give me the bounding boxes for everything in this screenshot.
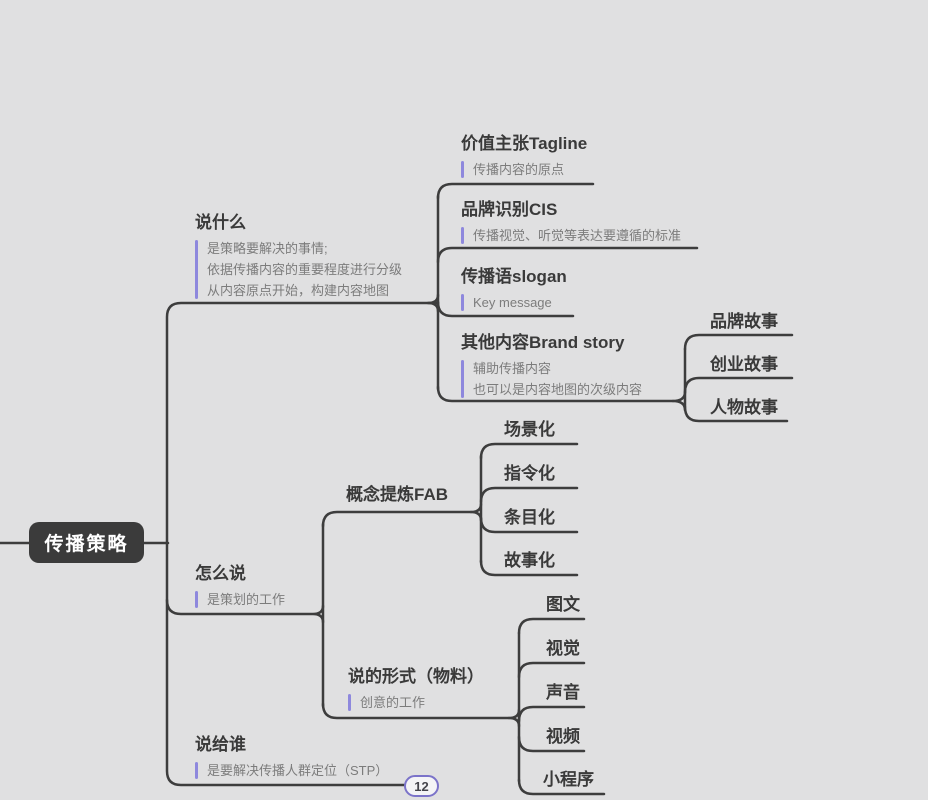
connector-brandstory	[436, 385, 675, 403]
root-node[interactable]: 传播策略	[29, 522, 144, 563]
node-title: 场景化	[504, 420, 555, 439]
node-title: 概念提炼FAB	[346, 485, 448, 504]
node-note: 辅助传播内容 也可以是内容地图的次级内容	[461, 358, 642, 400]
note-bar-icon	[195, 591, 198, 608]
node-title: 指令化	[504, 464, 555, 483]
root-label: 传播策略	[44, 534, 129, 555]
note-text: 传播视觉、听觉等表达要遵循的标准	[473, 228, 682, 243]
node-people-story[interactable]: 人物故事	[710, 397, 778, 419]
note-bar-icon	[461, 227, 464, 244]
connector-story-people	[683, 405, 789, 423]
connector-cis	[436, 246, 699, 264]
connector-fab-fork	[469, 502, 483, 522]
node-storytelling[interactable]: 故事化	[504, 550, 555, 572]
node-brand-identity-cis[interactable]: 品牌识别CIS 传播视觉、听觉等表达要遵循的标准	[461, 199, 681, 246]
note-text: 传播内容的原点	[473, 162, 565, 177]
connector-brandstory-fork	[671, 390, 687, 412]
node-title: 品牌识别CIS	[461, 200, 558, 219]
note-text: 是策划的工作	[207, 592, 286, 607]
node-title: 图文	[546, 595, 580, 614]
collapse-count-badge[interactable]: 12	[404, 775, 439, 797]
note-text: 从内容原点开始，构建内容地图	[207, 283, 390, 298]
note-bar-icon	[348, 694, 351, 711]
node-brand-story[interactable]: 品牌故事	[710, 311, 778, 333]
connector-scenario	[479, 442, 579, 460]
node-title: 视觉	[546, 639, 580, 658]
connector-format-fork	[507, 708, 521, 728]
node-other-content-brand-story[interactable]: 其他内容Brand story 辅助传播内容 也可以是内容地图的次级内容	[461, 332, 642, 400]
node-itemize[interactable]: 条目化	[504, 507, 555, 529]
node-note: 是策划的工作	[195, 589, 285, 610]
note-bar-icon	[461, 161, 464, 178]
node-title: 创业故事	[710, 355, 778, 374]
node-mini-program[interactable]: 小程序	[543, 769, 594, 791]
note-bar-icon	[461, 294, 464, 311]
node-title: 其他内容Brand story	[461, 333, 625, 352]
connector-itemize	[479, 516, 579, 534]
note-bar-icon	[195, 762, 198, 779]
node-title: 品牌故事	[710, 312, 778, 331]
node-slogan[interactable]: 传播语slogan Key message	[461, 266, 567, 313]
node-note: 传播视觉、听觉等表达要遵循的标准	[461, 225, 681, 246]
node-title: 声音	[546, 683, 580, 702]
node-title: 说什么	[195, 213, 246, 232]
node-title: 传播语slogan	[461, 267, 567, 286]
node-visual[interactable]: 视觉	[546, 638, 580, 660]
node-note: 是策略要解决的事情; 依据传播内容的重要程度进行分级 从内容原点开始，构建内容地…	[195, 238, 402, 301]
connector-graphic-text	[517, 617, 586, 635]
note-bar-icon	[195, 240, 198, 299]
node-command[interactable]: 指令化	[504, 463, 555, 485]
connector-command	[479, 486, 579, 504]
note-text: 也可以是内容地图的次级内容	[473, 382, 643, 397]
node-concept-fab[interactable]: 概念提炼FAB	[346, 484, 448, 506]
connector-trunk	[165, 301, 440, 787]
node-sound[interactable]: 声音	[546, 682, 580, 704]
node-video[interactable]: 视频	[546, 726, 580, 748]
note-text: Key message	[473, 295, 552, 310]
connector-slogan	[436, 300, 575, 318]
connector-story-startup	[683, 376, 794, 394]
note-bar-icon	[461, 360, 464, 398]
connector-sound	[517, 705, 586, 723]
node-format-materials[interactable]: 说的形式（物料） 创意的工作	[348, 666, 484, 713]
badge-value: 12	[414, 778, 429, 794]
connector-mini-program	[517, 778, 606, 796]
node-title: 价值主张Tagline	[461, 134, 588, 153]
node-title: 视频	[546, 727, 580, 746]
node-title: 故事化	[504, 551, 555, 570]
connector-storytelling	[479, 559, 579, 577]
node-title: 说的形式（物料）	[348, 667, 484, 686]
connector-visual	[517, 661, 586, 679]
node-title: 怎么说	[195, 564, 246, 583]
node-note: 是要解决传播人群定位（STP）	[195, 760, 388, 781]
node-say-what[interactable]: 说什么 是策略要解决的事情; 依据传播内容的重要程度进行分级 从内容原点开始，构…	[195, 212, 402, 301]
connector-video	[517, 735, 586, 753]
connector-tagline	[436, 182, 595, 200]
node-note: 创意的工作	[348, 692, 484, 713]
node-scenario[interactable]: 场景化	[504, 419, 555, 441]
node-value-proposition-tagline[interactable]: 价值主张Tagline 传播内容的原点	[461, 133, 587, 180]
note-text: 创意的工作	[360, 695, 426, 710]
node-note: Key message	[461, 292, 567, 313]
connector-story-brand	[683, 333, 794, 351]
node-title: 说给谁	[195, 735, 246, 754]
note-text: 依据传播内容的重要程度进行分级	[207, 262, 403, 277]
connector-fab	[321, 510, 473, 528]
node-how-to-say[interactable]: 怎么说 是策划的工作	[195, 563, 285, 610]
note-text: 辅助传播内容	[473, 361, 552, 376]
node-who-to-say[interactable]: 说给谁 是要解决传播人群定位（STP）	[195, 734, 388, 781]
node-graphic-text[interactable]: 图文	[546, 594, 580, 616]
node-startup-story[interactable]: 创业故事	[710, 354, 778, 376]
connector-format	[321, 702, 511, 720]
node-note: 传播内容的原点	[461, 159, 587, 180]
note-text: 是要解决传播人群定位（STP）	[207, 763, 389, 778]
node-title: 条目化	[504, 508, 555, 527]
node-title: 人物故事	[710, 398, 778, 417]
note-text: 是策略要解决的事情;	[207, 241, 328, 256]
node-title: 小程序	[543, 770, 594, 789]
